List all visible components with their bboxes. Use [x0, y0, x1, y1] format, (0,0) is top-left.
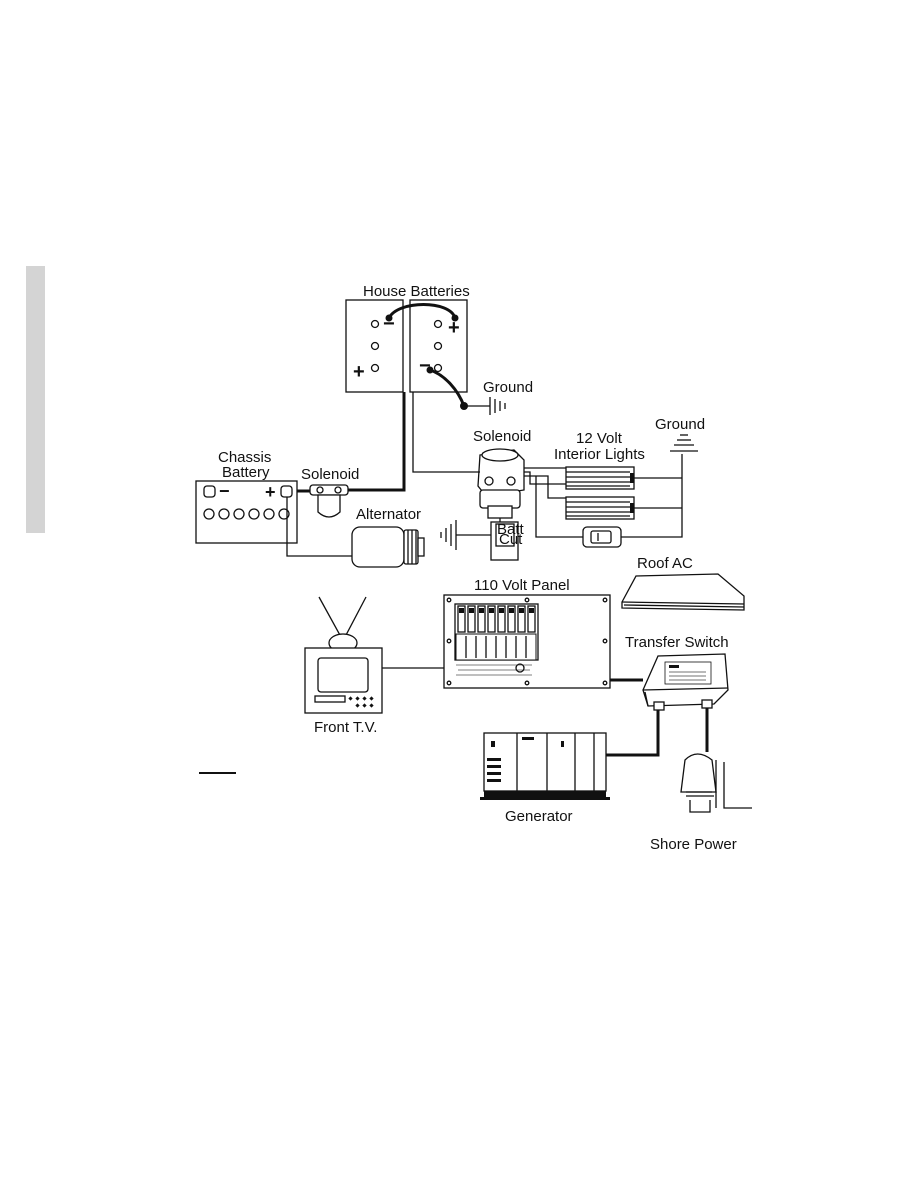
ground-symbol-3 [440, 520, 491, 550]
house-solenoid: Solenoid [473, 428, 531, 524]
house-batteries: House Batteries − + + − [345, 283, 490, 410]
ground-label-1: Ground [483, 379, 533, 396]
minus-sign: − [419, 355, 431, 377]
ground-label-2: Ground [655, 416, 705, 433]
ground-symbol-1: Ground [483, 379, 533, 415]
batt-cut-switch: Batt Cut [490, 521, 525, 561]
light-fixture-1 [565, 466, 635, 490]
alternator-label: Alternator [356, 506, 421, 523]
battery-to-alternator-wire [286, 497, 352, 557]
front-tv: Front T.V. [304, 596, 383, 736]
house-batteries-label: House Batteries [363, 283, 470, 300]
side-tab [26, 266, 45, 533]
batt-cut-label-1: Batt [497, 521, 525, 538]
cell-cap [218, 508, 230, 520]
transfer-switch: Transfer Switch [625, 634, 729, 711]
cable-lug [426, 366, 434, 374]
cell-cap [233, 508, 245, 520]
interior-lights-label-2: Interior Lights [554, 446, 645, 463]
terminal [370, 319, 380, 329]
interior-lights: 12 Volt Interior Lights [554, 430, 645, 548]
ground-cable [429, 368, 466, 407]
cell-cap [278, 508, 290, 520]
transfer-switch-label: Transfer Switch [625, 634, 729, 651]
front-tv-label: Front T.V. [314, 719, 377, 736]
battery-jumper-cable [387, 303, 457, 319]
chassis-battery: Chassis Battery − + [195, 449, 298, 544]
interior-lights-label-1: 12 Volt [576, 430, 623, 447]
roof-ac: Roof AC [621, 555, 745, 611]
cell-cap [248, 508, 260, 520]
plus-sign: + [448, 317, 460, 339]
terminal [433, 363, 443, 373]
terminal [433, 319, 443, 329]
cell-cap [203, 508, 215, 520]
chassis-battery-label-1: Chassis [218, 449, 271, 466]
ground-symbol-2: Ground [655, 416, 705, 452]
terminal [203, 485, 216, 498]
terminal [370, 341, 380, 351]
cable-lug [451, 314, 459, 322]
terminal [433, 341, 443, 351]
minus-sign: − [219, 481, 230, 501]
generator-to-transfer-wire [606, 710, 660, 757]
cable-lug [385, 314, 393, 322]
chassis-battery-body [195, 480, 298, 544]
solenoid-to-house-wire [348, 392, 406, 492]
minus-sign: − [383, 313, 395, 335]
terminal [370, 363, 380, 373]
light-switch [582, 526, 622, 548]
chassis-solenoid: Solenoid [301, 466, 359, 518]
panel-110v-label: 110 Volt Panel [474, 577, 570, 594]
house-battery-right [409, 299, 468, 393]
breakers [455, 605, 537, 661]
cell-cap [263, 508, 275, 520]
chassis-battery-label-2: Battery [222, 464, 270, 481]
plus-sign: + [353, 361, 365, 383]
roof-ac-label: Roof AC [637, 555, 693, 572]
alternator: Alternator [351, 506, 425, 568]
light-fixture-2 [565, 496, 635, 520]
house-solenoid-label: Solenoid [473, 428, 531, 445]
batt-cut-label-2: Cut [499, 531, 523, 548]
shore-power: Shore Power [650, 753, 752, 853]
panel-110v: 110 Volt Panel [443, 577, 611, 689]
house-battery-left [345, 299, 404, 393]
plus-sign: + [265, 482, 276, 502]
generator: Generator [480, 732, 610, 825]
house-to-solenoid-wire [412, 392, 480, 473]
chassis-solenoid-label: Solenoid [301, 466, 359, 483]
generator-label: Generator [505, 808, 573, 825]
shore-power-label: Shore Power [650, 836, 737, 853]
